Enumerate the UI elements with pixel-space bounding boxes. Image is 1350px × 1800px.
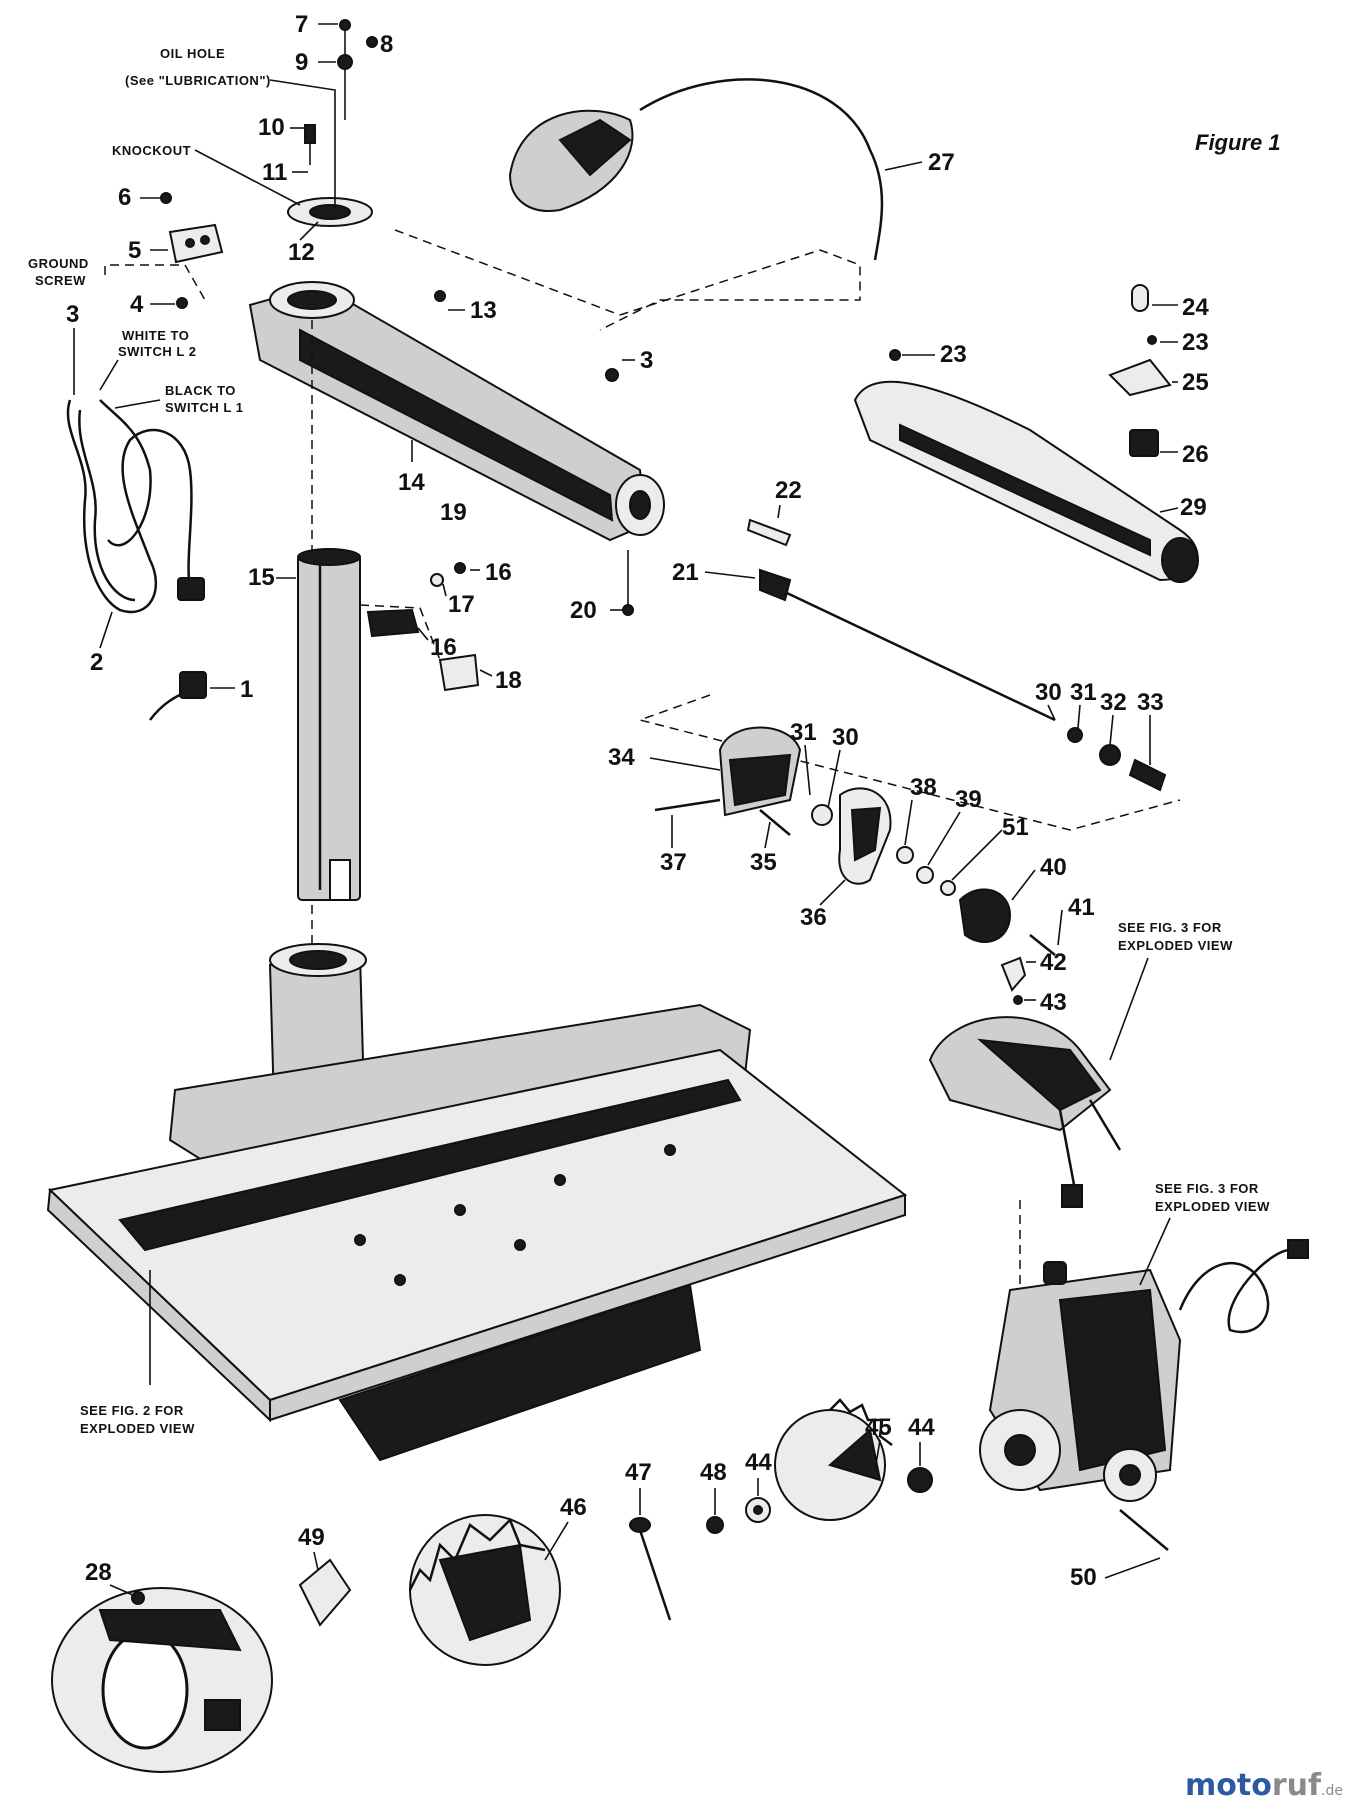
callout-2: 2 [90,649,103,676]
radial-arm [248,281,665,542]
column-tube [297,548,361,901]
callout-41: 41 [1068,894,1095,921]
callout-46: 46 [560,1494,587,1521]
callout-14: 14 [398,469,425,496]
callout-28: 28 [85,1559,112,1586]
callout-24: 24 [1182,294,1209,321]
callout-5: 5 [128,237,141,264]
see-fig3-motor-label: SEE FIG. 3 FOR [1155,1181,1259,1196]
knockout-label: KNOCKOUT [112,143,191,158]
callout-34: 34 [608,744,635,771]
callout-43: 43 [1040,989,1067,1016]
callout-3-arm: 3 [640,347,653,374]
power-plug [149,671,207,721]
callout-32: 32 [1100,689,1127,716]
collar-44-right [907,1467,933,1493]
wrench-49 [298,1558,352,1627]
callout-16-top: 16 [485,559,512,586]
callout-23-left: 23 [940,341,967,368]
callout-20: 20 [570,597,597,624]
guard-ring-28 [51,1587,273,1773]
column-brackets [359,562,480,692]
ground-label: GROUND [28,256,89,271]
callout-18: 18 [495,667,522,694]
callout-44-right: 44 [908,1414,935,1441]
callout-42: 42 [1040,949,1067,976]
switch-plate [168,223,224,264]
callout-8: 8 [380,31,393,58]
callout-3-left: 3 [66,301,79,328]
callout-13: 13 [470,297,497,324]
callout-30-yoke: 30 [832,724,859,751]
callout-19: 19 [440,499,467,526]
callout-45: 45 [865,1414,892,1441]
callout-25: 25 [1182,369,1209,396]
white-wire-label: WHITE TO [122,328,189,343]
callout-27: 27 [928,149,955,176]
callout-48: 48 [700,1459,727,1486]
callout-35: 35 [750,849,777,876]
see-fig3-motor-exploded: EXPLODED VIEW [1155,1199,1270,1214]
see-fig2-exploded: EXPLODED VIEW [80,1421,195,1436]
callout-51: 51 [1002,814,1029,841]
callout-17: 17 [448,591,475,618]
motor-assembly [979,1200,1309,1551]
callout-26: 26 [1182,441,1209,468]
saw-table-base [46,943,908,1462]
callout-10: 10 [258,114,285,141]
figure-title: Figure 1 [1195,130,1281,155]
callout-36: 36 [800,904,827,931]
cover-latch-hardware [1108,284,1172,457]
callout-37: 37 [660,849,687,876]
callout-29: 29 [1180,494,1207,521]
callout-38: 38 [910,774,937,801]
callout-21: 21 [672,559,699,586]
callout-49: 49 [298,1524,325,1551]
callout-39: 39 [955,786,982,813]
callout-9: 9 [295,49,308,76]
see-fig2-label: SEE FIG. 2 FOR [80,1403,184,1418]
arm-cover [853,380,1199,583]
callout-47: 47 [625,1459,652,1486]
see-fig3-guard-exploded: EXPLODED VIEW [1118,938,1233,953]
callout-11: 11 [262,159,287,186]
callout-44-left: 44 [745,1449,772,1476]
yoke-assembly [654,726,1056,956]
callout-31-yoke: 31 [790,719,817,746]
callout-33: 33 [1137,689,1164,716]
callout-16-bottom: 16 [430,634,457,661]
callout-23-right: 23 [1182,329,1209,356]
callout-22: 22 [775,477,802,504]
callout-4: 4 [130,291,144,318]
black-wire-label: BLACK TO [165,383,236,398]
callout-31-top: 31 [1070,679,1097,706]
column-cap-hardware [287,19,378,227]
power-cord [66,399,205,614]
oil-hole-label: OIL HOLE [160,46,225,61]
callout-7: 7 [295,11,308,38]
blade-guard [928,1016,1122,1208]
lubrication-note: (See "LUBRICATION") [125,73,271,88]
callout-12: 12 [288,239,315,266]
dado-head-46 [408,1514,561,1666]
ground-screw-label: SCREW [35,273,86,288]
callout-1: 1 [240,676,253,703]
watermark: motoruf.de [1185,1768,1343,1800]
arbor-hardware [629,1497,771,1621]
arm-track-rod [746,518,1056,722]
see-fig3-guard-label: SEE FIG. 3 FOR [1118,920,1222,935]
callout-6: 6 [118,184,131,211]
saw-blade-45 [774,1398,893,1521]
callout-15: 15 [248,564,275,591]
callout-30-top: 30 [1035,679,1062,706]
callout-50: 50 [1070,1564,1097,1591]
white-wire-switch: SWITCH L 2 [118,344,196,359]
callout-40: 40 [1040,854,1067,881]
black-wire-switch: SWITCH L 1 [165,400,243,415]
arm-lamp [508,78,884,261]
clamp-handle [1000,956,1027,992]
